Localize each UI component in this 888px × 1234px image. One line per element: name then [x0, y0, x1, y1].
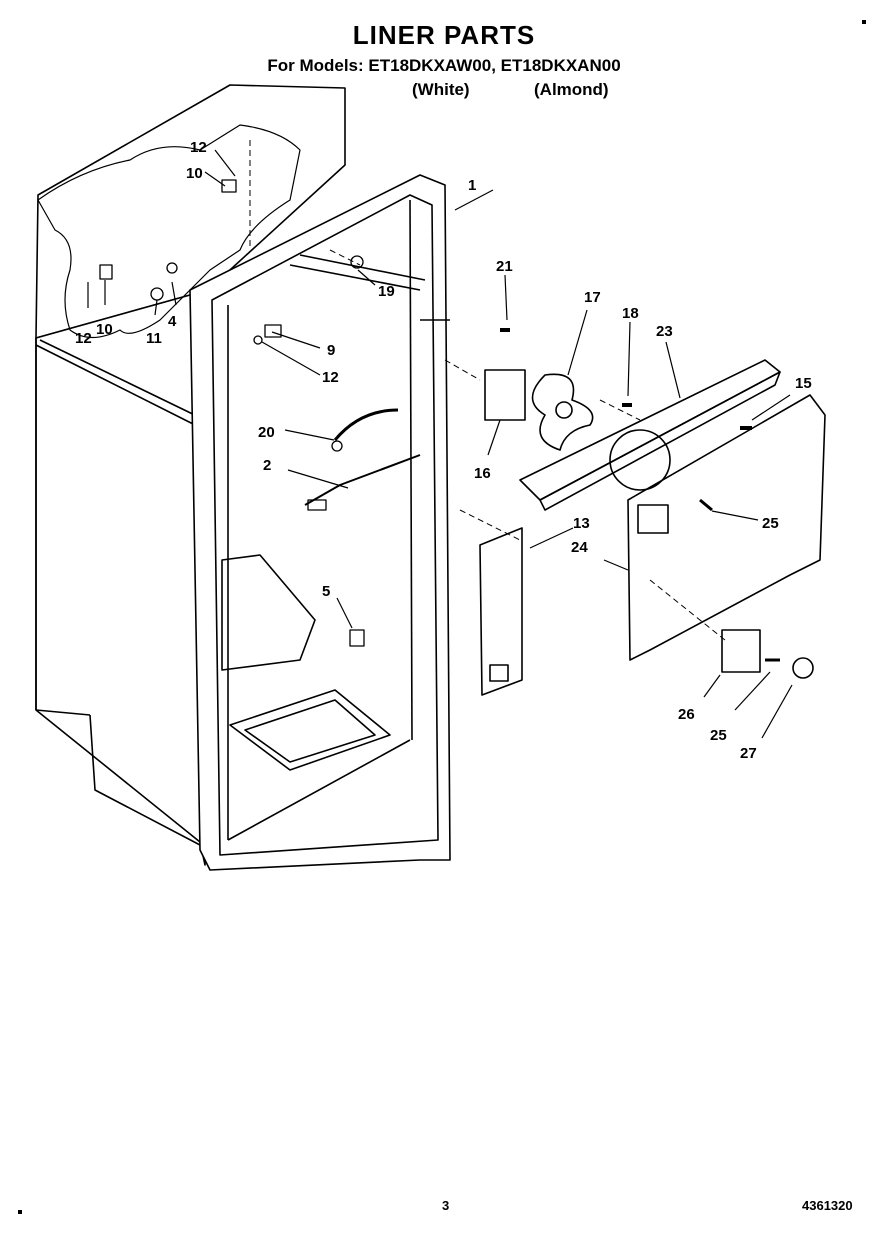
color-almond: (Almond) — [534, 80, 609, 99]
callout-25: 25 — [710, 727, 727, 744]
color-white: (White) — [412, 80, 470, 99]
panel-13 — [479, 527, 523, 696]
callout-17: 17 — [584, 289, 601, 306]
page-title: LINER PARTS — [352, 20, 536, 50]
reference-lines — [249, 140, 726, 641]
callout-12: 12 — [75, 330, 92, 347]
document-number: 4361320 — [802, 1198, 853, 1213]
callout-23: 23 — [656, 323, 673, 340]
liner-body — [35, 84, 346, 866]
callout-1: 1 — [468, 177, 476, 194]
corner-mark — [862, 20, 866, 24]
callout-21: 21 — [496, 258, 513, 275]
callout-12: 12 — [322, 369, 339, 386]
evaporator-cover — [627, 394, 826, 679]
callout-15: 15 — [795, 375, 812, 392]
callout-18: 18 — [622, 305, 639, 322]
callout-16: 16 — [474, 465, 491, 482]
callout-27: 27 — [740, 745, 757, 762]
callout-12: 12 — [190, 139, 207, 156]
callout-5: 5 — [322, 583, 330, 600]
callout-24: 24 — [571, 539, 588, 556]
callout-2: 2 — [263, 457, 271, 474]
callout-25: 25 — [762, 515, 779, 532]
page-number: 3 — [442, 1198, 450, 1213]
callout-20: 20 — [258, 424, 275, 441]
callout-9: 9 — [327, 342, 335, 359]
callout-26: 26 — [678, 706, 695, 723]
small-parts — [99, 179, 421, 647]
fan-motor — [484, 328, 752, 451]
callout-11: 11 — [146, 330, 162, 347]
models-line: For Models: ET18DKXAW00, ET18DKXAN00 — [267, 56, 621, 75]
callout-4: 4 — [168, 313, 177, 330]
callout-13: 13 — [573, 515, 590, 532]
callout-19: 19 — [378, 283, 395, 300]
callout-labels: 1 2 4 5 9 10 10 11 12 12 12 13 15 16 17 … — [75, 139, 812, 762]
callout-10: 10 — [96, 321, 113, 338]
callout-10: 10 — [186, 165, 203, 182]
leader-lines — [87, 149, 793, 739]
corner-mark — [18, 1210, 22, 1214]
liner-front-frame — [189, 174, 451, 871]
air-duct — [519, 359, 781, 511]
